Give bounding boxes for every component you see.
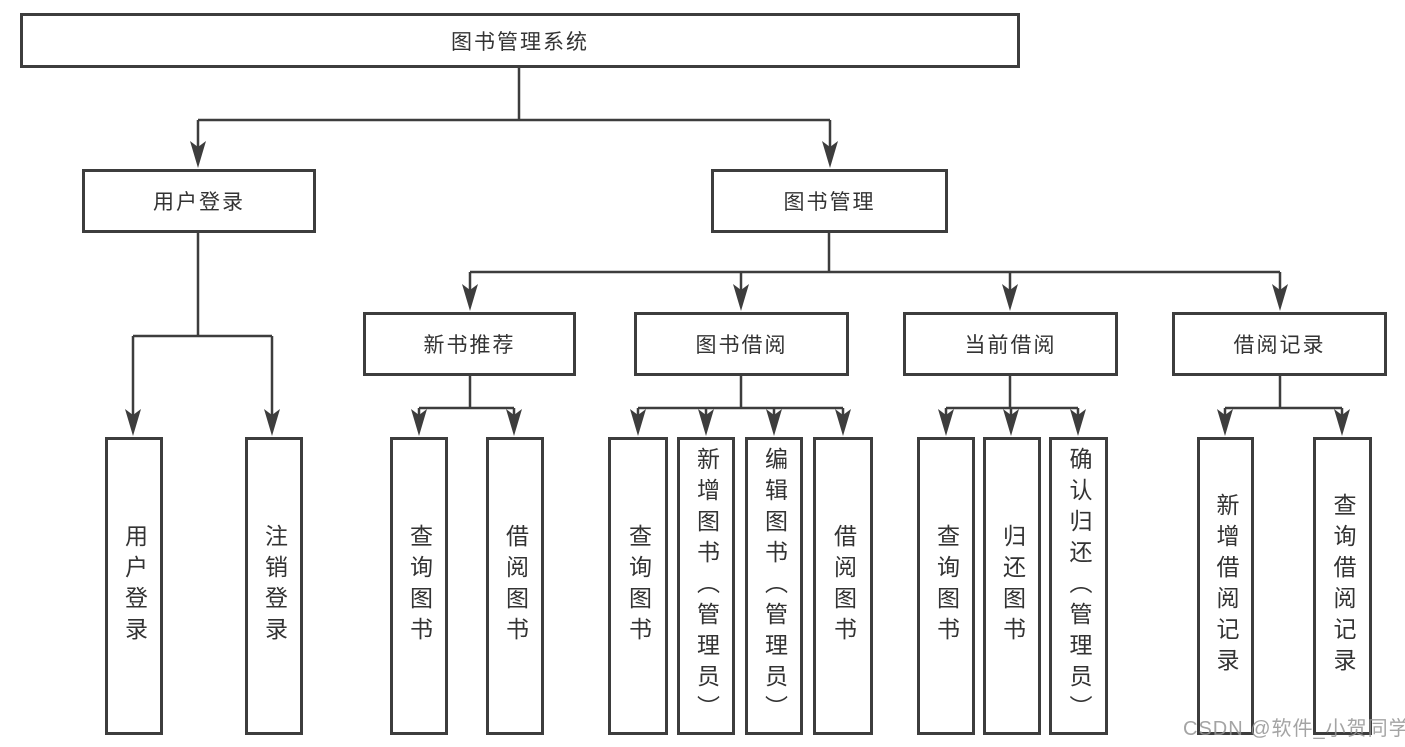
leaf-return-book: 归还图书	[983, 437, 1041, 735]
node-new-book-recommend: 新书推荐	[363, 312, 576, 376]
node-label: 查询借阅记录	[1330, 493, 1356, 679]
arrow-down-icon	[698, 409, 714, 436]
arrow-down-icon	[822, 141, 838, 168]
node-label: 编辑图书（管理员）	[761, 446, 788, 726]
node-borrow-records: 借阅记录	[1172, 312, 1387, 376]
node-label: 图书借阅	[695, 334, 788, 357]
arrow-down-icon	[125, 409, 141, 436]
leaf-query-book-recommend: 查询图书	[390, 437, 448, 735]
arrow-down-icon	[630, 409, 646, 436]
leaf-user-login: 用户登录	[105, 437, 163, 735]
node-label: 查询图书	[933, 524, 960, 648]
node-label: 新增图书（管理员）	[693, 446, 720, 726]
node-label: 借阅图书	[502, 524, 529, 648]
leaf-query-book-current: 查询图书	[917, 437, 975, 735]
leaf-confirm-return-admin: 确认归还（管理员）	[1049, 437, 1108, 735]
arrow-down-icon	[1272, 284, 1288, 311]
csdn-watermark: CSDN @软件_小贺同学	[1183, 718, 1405, 740]
arrow-down-icon	[835, 409, 851, 436]
node-label: 借阅图书	[830, 524, 857, 648]
leaf-edit-book-admin: 编辑图书（管理员）	[745, 437, 803, 735]
arrow-down-icon	[190, 141, 206, 168]
leaf-query-borrow-record: 查询借阅记录	[1313, 437, 1372, 735]
arrow-down-icon	[1217, 409, 1233, 436]
node-label: 用户登录	[153, 191, 245, 214]
node-book-management: 图书管理	[711, 169, 948, 233]
node-user-login: 用户登录	[82, 169, 316, 233]
node-label: 确认归还（管理员）	[1066, 446, 1092, 726]
node-label: 借阅记录	[1233, 334, 1326, 357]
leaf-borrow-book: 借阅图书	[813, 437, 873, 735]
arrow-down-icon	[938, 409, 954, 436]
node-label: 新书推荐	[423, 334, 516, 357]
leaf-query-book-borrow: 查询图书	[608, 437, 668, 735]
node-label: 查询图书	[406, 524, 433, 648]
arrow-down-icon	[766, 409, 782, 436]
leaf-logout: 注销登录	[245, 437, 303, 735]
node-label: 新增借阅记录	[1213, 493, 1239, 679]
arrow-down-icon	[1002, 284, 1018, 311]
arrow-down-icon	[411, 409, 427, 436]
arrow-down-icon	[462, 284, 478, 311]
node-label: 用户登录	[121, 524, 148, 648]
arrowhead-icons	[125, 141, 1350, 436]
arrow-down-icon	[733, 284, 749, 311]
arrow-down-icon	[1334, 409, 1350, 436]
arrow-down-icon	[506, 409, 522, 436]
leaf-borrow-book-recommend: 借阅图书	[486, 437, 544, 735]
node-label: 图书管理系统	[451, 30, 589, 54]
node-book-borrowing: 图书借阅	[634, 312, 849, 376]
node-label: 图书管理	[783, 191, 876, 214]
node-label: 当前借阅	[964, 334, 1057, 357]
node-label: 归还图书	[999, 524, 1026, 648]
node-label: 注销登录	[261, 524, 288, 648]
node-root-system: 图书管理系统	[20, 13, 1020, 68]
node-current-borrowing: 当前借阅	[903, 312, 1118, 376]
leaf-add-borrow-record: 新增借阅记录	[1197, 437, 1254, 735]
arrow-down-icon	[1070, 409, 1086, 436]
leaf-add-book-admin: 新增图书（管理员）	[677, 437, 735, 735]
node-label: 查询图书	[625, 524, 652, 648]
arrow-down-icon	[264, 409, 280, 436]
arrow-down-icon	[1003, 409, 1019, 436]
